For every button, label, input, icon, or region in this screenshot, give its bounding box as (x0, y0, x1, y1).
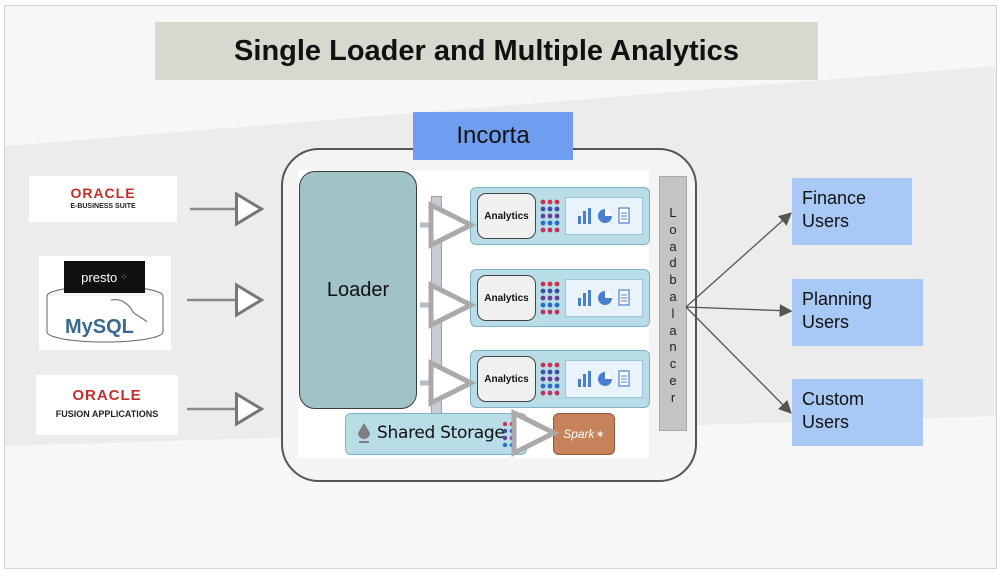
data-grid-icon (540, 281, 560, 315)
user-arrow (685, 212, 793, 414)
presto-badge: presto ⁘ (64, 261, 145, 293)
analytics-node: Analytics (470, 187, 650, 245)
presto-mysql-logo: presto ⁘ MySQL (39, 256, 171, 350)
loader-box: Loader (299, 171, 417, 409)
spark-label: Spark (563, 427, 595, 441)
shared-storage-box: Shared Storage (345, 413, 527, 455)
visualization-panel (565, 197, 643, 235)
spark-box: Spark ✶ (553, 413, 615, 455)
presto-text: presto (81, 269, 118, 285)
analytics-node: Analytics (470, 350, 650, 408)
bus-connector (420, 225, 549, 433)
chart-icons (578, 370, 630, 387)
oracle-brand-text: ORACLE (70, 185, 136, 201)
shared-storage-label: Shared Storage (377, 423, 505, 443)
oracle-product-text: E-BUSINESS SUITE (70, 203, 136, 210)
planning-users-box: Planning Users (792, 279, 923, 346)
spark-star-icon: ✶ (595, 428, 605, 441)
oracle-ebs-logo: ORACLE E-BUSINESS SUITE (29, 176, 177, 222)
oracle-brand-text: ORACLE (72, 387, 142, 404)
source-arrow (187, 209, 259, 409)
storage-drop-icon (358, 423, 370, 443)
slide-title: Single Loader and Multiple Analytics (155, 22, 818, 80)
finance-users-box: Finance Users (792, 178, 912, 245)
chart-icons (578, 289, 630, 306)
analytics-label: Analytics (477, 275, 536, 321)
presto-dots-icon: ⁘ (120, 271, 128, 282)
analytics-label: Analytics (477, 193, 536, 239)
mysql-text: MySQL (65, 316, 134, 338)
chart-icons (578, 207, 630, 224)
analytics-label: Analytics (477, 356, 536, 402)
oracle-fusion-logo: ORACLE FUSION APPLICATIONS (36, 375, 178, 435)
analytics-node: Analytics (470, 269, 650, 327)
visualization-panel (565, 279, 643, 317)
visualization-panel (565, 360, 643, 398)
data-grid-icon (540, 199, 560, 233)
data-grid-icon (540, 362, 560, 396)
oracle-product-text: FUSION APPLICATIONS (55, 409, 159, 419)
custom-users-box: Custom Users (792, 379, 923, 446)
incorta-label: Incorta (413, 112, 573, 160)
loadbalancer-label: Loadbalancer (669, 205, 677, 405)
dolphin-icon (110, 298, 148, 323)
loadbalancer-bar: Loadbalancer (659, 176, 687, 431)
